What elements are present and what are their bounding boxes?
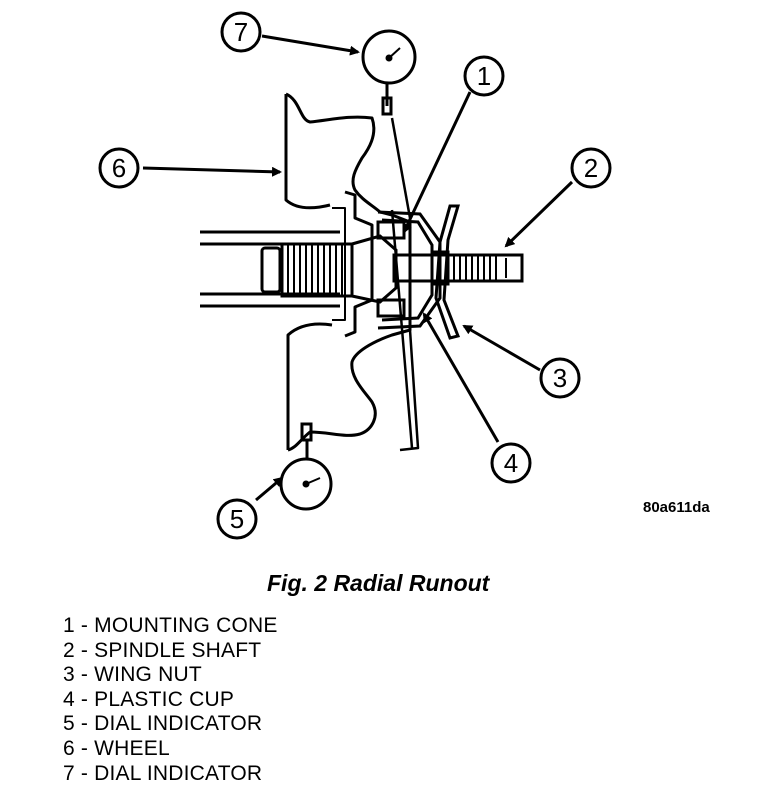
arrow-4 xyxy=(422,312,500,443)
callout-number: 5 xyxy=(230,504,244,534)
callout-number: 3 xyxy=(553,363,567,393)
dial-indicator-bottom xyxy=(279,422,333,511)
callout-5: 5 xyxy=(216,498,258,540)
callout-number: 1 xyxy=(477,61,491,91)
arrow-7 xyxy=(261,34,360,56)
legend-item: 4 - PLASTIC CUP xyxy=(63,687,235,711)
leader-arrows xyxy=(142,34,574,502)
figure-caption: Fig. 2 Radial Runout xyxy=(267,570,490,596)
legend-item: 2 - SPINDLE SHAFT xyxy=(63,638,262,662)
dial-indicator-top xyxy=(361,29,417,116)
wing-nut xyxy=(430,204,461,340)
callout-3: 3 xyxy=(539,357,581,399)
callout-2: 2 xyxy=(570,147,612,189)
callout-1: 1 xyxy=(463,55,505,97)
callout-number: 2 xyxy=(584,153,598,183)
legend-item: 3 - WING NUT xyxy=(63,663,202,687)
callout-number: 7 xyxy=(234,17,248,47)
legend-list: 1 - MOUNTING CONE 2 - SPINDLE SHAFT 3 - … xyxy=(63,614,278,786)
figure-code: 80a611da xyxy=(643,499,710,516)
arrow-3 xyxy=(462,324,541,372)
callout-4: 4 xyxy=(490,442,532,484)
mounting-cone xyxy=(350,220,406,318)
arrow-5 xyxy=(255,476,284,502)
spindle-shaft xyxy=(200,230,524,308)
legend-item: 6 - WHEEL xyxy=(63,736,170,760)
arrow-2 xyxy=(504,180,574,248)
legend-item: 5 - DIAL INDICATOR xyxy=(63,712,263,736)
radial-runout-diagram: 1 2 3 4 5 6 7 xyxy=(98,11,612,540)
arrow-1 xyxy=(402,91,472,234)
callout-number: 6 xyxy=(112,153,126,183)
legend-item: 1 - MOUNTING CONE xyxy=(63,614,278,637)
legend-item: 7 - DIAL INDICATOR xyxy=(63,761,263,785)
callout-number: 4 xyxy=(504,448,518,478)
callout-7: 7 xyxy=(220,11,262,53)
arrow-6 xyxy=(142,166,282,177)
callout-6: 6 xyxy=(98,147,140,189)
